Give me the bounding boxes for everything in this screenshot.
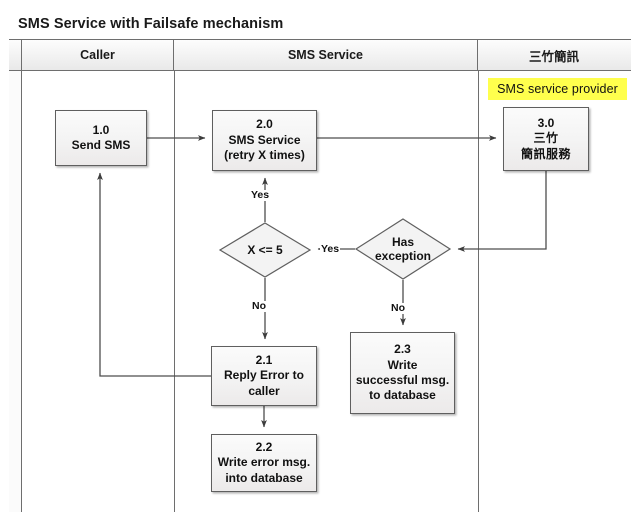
node-write-successful-msg-label-2: successful msg.: [355, 373, 450, 387]
lane-gutter-header: [9, 40, 22, 70]
node-reply-error[interactable]: 2.1 Reply Error to caller: [211, 346, 317, 406]
node-vendor-service-label-1: 三竹: [533, 131, 559, 146]
lane-header-vendor: 三竹簡訊: [478, 40, 630, 70]
node-reply-error-label-2: caller: [248, 383, 280, 398]
node-sms-service[interactable]: 2.0 SMS Service (retry X times): [212, 110, 317, 171]
edge-label-no-exhausted: No: [251, 300, 267, 312]
node-send-sms-number: 1.0: [92, 122, 110, 137]
annotation-highlight: SMS service provider: [488, 78, 627, 100]
node-sms-service-label-2: (retry X times): [224, 148, 305, 163]
decision-has-exception-shape: [354, 218, 452, 280]
lane-header-caller: Caller: [22, 40, 174, 70]
lane-gutter-body: [9, 71, 22, 512]
node-write-error-msg[interactable]: 2.2 Write error msg. into database: [211, 434, 317, 492]
lane-divider-sms-vendor: [478, 71, 479, 512]
node-vendor-service-number: 3.0: [537, 115, 555, 130]
node-write-error-msg-number: 2.2: [255, 439, 273, 454]
node-vendor-service[interactable]: 3.0 三竹 簡訊服務: [503, 107, 589, 171]
node-write-successful-msg-label-3: to database: [369, 388, 436, 403]
node-vendor-service-label-2: 簡訊服務: [520, 146, 571, 161]
edge-label-no-exception: No: [390, 302, 406, 314]
swimlane-header-row: Caller SMS Service 三竹簡訊: [9, 40, 631, 71]
node-reply-error-number: 2.1: [255, 352, 273, 367]
decision-has-exception[interactable]: Has exception: [354, 218, 452, 280]
decision-x-le-5-shape: [218, 222, 312, 278]
node-sms-service-label-1: SMS Service: [228, 132, 301, 147]
node-write-error-msg-label-2: into database: [225, 470, 303, 485]
node-send-sms-label: Send SMS: [71, 138, 131, 152]
decision-x-le-5[interactable]: X <= 5: [218, 222, 312, 278]
node-write-error-msg-label-1: Write error msg.: [217, 455, 311, 470]
node-reply-error-label-1: Reply Error to: [223, 368, 304, 383]
lane-divider-caller-sms: [174, 71, 175, 512]
node-write-successful-msg[interactable]: 2.3 Write successful msg. to database: [350, 332, 455, 414]
node-sms-service-number: 2.0: [256, 117, 273, 132]
annotation-highlight-text: SMS service provider: [497, 82, 618, 96]
lane-header-vendor-label: 三竹簡訊: [528, 49, 579, 64]
lane-header-caller-label: Caller: [80, 48, 115, 62]
lane-header-sms-service: SMS Service: [174, 40, 478, 70]
edge-label-yes-exception: Yes: [320, 243, 341, 255]
node-send-sms[interactable]: 1.0 Send SMS: [55, 110, 147, 166]
diagram-title: SMS Service with Failsafe mechanism: [18, 16, 284, 32]
lane-header-sms-service-label: SMS Service: [287, 48, 364, 62]
node-write-successful-msg-number: 2.3: [394, 342, 411, 357]
node-write-successful-msg-label-1: Write: [387, 357, 418, 372]
diagram-title-bar: SMS Service with Failsafe mechanism: [9, 9, 631, 40]
edge-label-yes-retry: Yes: [250, 189, 271, 201]
